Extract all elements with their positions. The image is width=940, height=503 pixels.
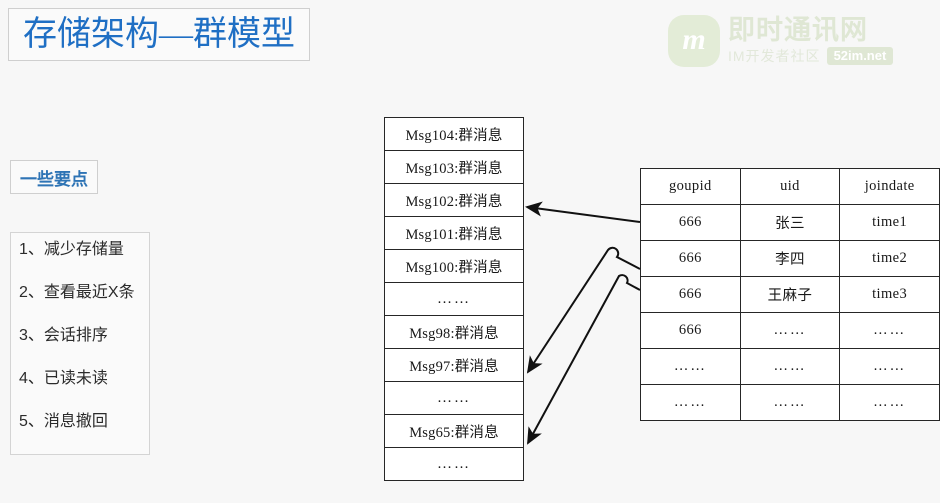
watermark-subtitle: IM开发者社区 bbox=[728, 48, 821, 65]
cell-uid: …… bbox=[739, 312, 841, 349]
arrow-row3-to-msg65 bbox=[527, 274, 641, 445]
cell-goupid: …… bbox=[640, 384, 741, 421]
message-cell: Msg104:群消息 bbox=[384, 117, 524, 151]
table-row: …… …… …… bbox=[640, 348, 940, 385]
message-cell: Msg101:群消息 bbox=[384, 216, 524, 250]
watermark-logo-icon: m bbox=[668, 15, 720, 67]
watermark-text-group: 即时通讯网 IM开发者社区 52im.net bbox=[728, 14, 894, 66]
cell-goupid: 666 bbox=[640, 204, 741, 241]
arrow-row1-to-msg102 bbox=[525, 201, 641, 223]
section-label-text: 一些要点 bbox=[20, 169, 88, 189]
cell-uid: 李四 bbox=[739, 240, 841, 277]
message-cell: Msg65:群消息 bbox=[384, 414, 524, 448]
list-item: 5、消息撤回 bbox=[19, 413, 108, 430]
cell-uid: 王麻子 bbox=[739, 276, 841, 313]
table-row: 666 王麻子 time3 bbox=[640, 276, 940, 313]
page-title: 存储架构—群模型 bbox=[8, 8, 310, 61]
cell-uid: 张三 bbox=[739, 204, 841, 241]
message-cell-ellipsis: …… bbox=[384, 447, 524, 481]
watermark-subtitle-row: IM开发者社区 52im.net bbox=[728, 46, 894, 66]
table-header-row: goupid uid joindate bbox=[640, 168, 940, 205]
cell-uid: …… bbox=[739, 384, 841, 421]
cell-joindate: time1 bbox=[839, 204, 940, 241]
cell-goupid: 666 bbox=[640, 312, 741, 349]
table-row: 666 李四 time2 bbox=[640, 240, 940, 277]
list-item: 1、减少存储量 bbox=[19, 241, 124, 258]
list-item: 4、已读未读 bbox=[19, 370, 108, 387]
column-header-joindate: joindate bbox=[839, 168, 940, 205]
arrow-row2-to-msg97 bbox=[526, 246, 641, 374]
cell-joindate: time2 bbox=[839, 240, 940, 277]
table-row: 666 …… …… bbox=[640, 312, 940, 349]
cell-joindate: time3 bbox=[839, 276, 940, 313]
watermark-logo-letter: m bbox=[682, 23, 706, 56]
cell-goupid: …… bbox=[640, 348, 741, 385]
message-cell-ellipsis: …… bbox=[384, 381, 524, 415]
watermark-domain-badge: 52im.net bbox=[826, 47, 894, 66]
table-row: 666 张三 time1 bbox=[640, 204, 940, 241]
list-item: 2、查看最近X条 bbox=[19, 284, 135, 301]
message-cell: Msg103:群消息 bbox=[384, 150, 524, 184]
page-title-text: 存储架构—群模型 bbox=[23, 15, 295, 53]
group-member-table: goupid uid joindate 666 张三 time1 666 李四 … bbox=[640, 168, 940, 421]
key-points-list: 1、减少存储量 2、查看最近X条 3、会话排序 4、已读未读 5、消息撤回 bbox=[10, 232, 150, 455]
section-label: 一些要点 bbox=[10, 160, 98, 194]
cell-goupid: 666 bbox=[640, 276, 741, 313]
message-cell: Msg102:群消息 bbox=[384, 183, 524, 217]
column-header-uid: uid bbox=[739, 168, 841, 205]
group-message-list: Msg104:群消息 Msg103:群消息 Msg102:群消息 Msg101:… bbox=[384, 117, 524, 481]
column-header-goupid: goupid bbox=[640, 168, 741, 205]
cell-goupid: 666 bbox=[640, 240, 741, 277]
list-item: 3、会话排序 bbox=[19, 327, 108, 344]
cell-joindate: …… bbox=[839, 384, 940, 421]
table-row: …… …… …… bbox=[640, 384, 940, 421]
watermark-title: 即时通讯网 bbox=[728, 14, 868, 45]
message-cell-ellipsis: …… bbox=[384, 282, 524, 316]
message-cell: Msg98:群消息 bbox=[384, 315, 524, 349]
message-cell: Msg97:群消息 bbox=[384, 348, 524, 382]
message-cell: Msg100:群消息 bbox=[384, 249, 524, 283]
cell-uid: …… bbox=[739, 348, 841, 385]
cell-joindate: …… bbox=[839, 348, 940, 385]
cell-joindate: …… bbox=[839, 312, 940, 349]
watermark: m 即时通讯网 IM开发者社区 52im.net bbox=[668, 10, 936, 72]
